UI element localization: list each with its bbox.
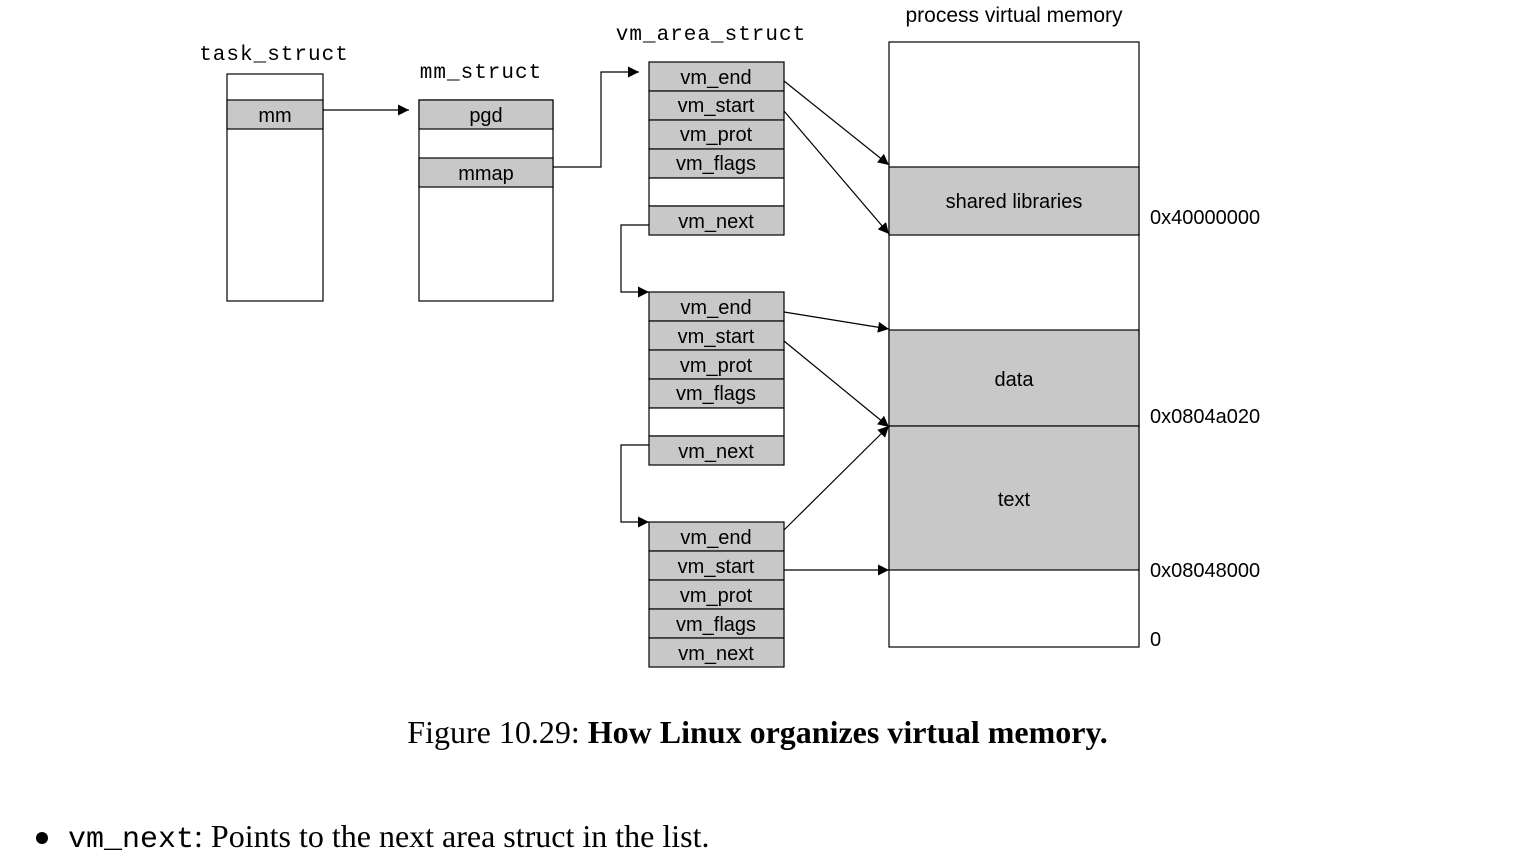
vm-area-1-field-5: vm_next	[678, 211, 754, 233]
vm-area-3-field-4: vm_next	[678, 643, 754, 665]
vm-area-1-field-2: vm_prot	[680, 124, 753, 146]
arrow-vm-end-1	[783, 80, 890, 166]
arrow-vm-end-3	[783, 425, 890, 531]
vm-area-2-field-0: vm_end	[680, 297, 751, 319]
vm-area-2-field-2: vm_prot	[680, 355, 753, 377]
vm-area-3: vm_end vm_start vm_prot vm_flags vm_next	[648, 521, 785, 668]
vm-area-3-field-3: vm_flags	[676, 614, 756, 636]
text-segment	[888, 425, 1140, 571]
data-label: data	[995, 369, 1035, 391]
vm-area-3-field-0: vm_end	[680, 527, 751, 549]
address-0x0804a020: 0x0804a020	[1150, 406, 1260, 428]
mm-label: mm	[258, 105, 291, 127]
pointer-arrows	[323, 66, 890, 576]
mmap-label: mmap	[458, 163, 514, 185]
address-zero: 0	[1150, 629, 1161, 651]
vm-area-1-field-1: vm_start	[678, 95, 755, 117]
arrow-vm-start-2	[783, 340, 890, 428]
bullet-item: vm_next: Points to the next area struct …	[36, 818, 710, 857]
vm-area-2-field-5: vm_next	[678, 441, 754, 463]
vm-area-1-field-3: vm_flags	[676, 153, 756, 175]
figure-caption-title: How Linux organizes virtual memory.	[587, 714, 1108, 750]
vm-area-3-field-2: vm_prot	[680, 585, 753, 607]
mmap-cell	[418, 157, 554, 188]
pgd-label: pgd	[469, 105, 502, 127]
arrow-vm-next-1	[620, 224, 649, 298]
task-struct: task_struct mm	[199, 44, 349, 302]
shared-libraries-segment	[888, 166, 1140, 236]
vm-area-2: vm_end vm_start vm_prot vm_flags vm_next	[648, 291, 785, 466]
bullet-dot	[36, 831, 48, 844]
arrow-vm-start-1	[783, 110, 890, 235]
figure-caption-prefix: Figure 10.29:	[407, 714, 580, 750]
arrow-vm-next-2	[620, 444, 649, 528]
shared-libraries-label: shared libraries	[946, 191, 1083, 213]
mm-struct: mm_struct pgd mmap	[418, 62, 554, 302]
vm-area-1-field-0: vm_end	[680, 67, 751, 89]
data-segment	[888, 329, 1140, 427]
process-memory-title: process virtual memory	[905, 4, 1123, 27]
mm-struct-title: mm_struct	[420, 62, 542, 85]
vm-area-1: vm_end vm_start vm_prot vm_flags vm_next	[648, 61, 785, 236]
vm-area-2-field-3: vm_flags	[676, 383, 756, 405]
arrow-vm-end-2	[783, 311, 890, 333]
address-0x08048000: 0x08048000	[1150, 560, 1260, 582]
process-virtual-memory: process virtual memory shared libraries …	[888, 4, 1260, 651]
address-0x40000000: 0x40000000	[1150, 207, 1260, 229]
vm-area-3-field-1: vm_start	[678, 556, 755, 578]
bullet-code: vm_next	[68, 823, 195, 857]
task-struct-title: task_struct	[199, 44, 349, 67]
vm-area-2-field-1: vm_start	[678, 326, 755, 348]
arrow-mmap-to-vm-area-1	[553, 66, 639, 168]
text-label: text	[998, 489, 1031, 511]
mm-cell	[226, 99, 324, 130]
pgd-cell	[418, 99, 554, 130]
figure-caption: Figure 10.29: How Linux organizes virtua…	[0, 714, 1515, 751]
linux-vm-diagram: task_struct mm mm_struct pgd mmap vm_are…	[199, 4, 1260, 668]
bullet-text: : Points to the next area struct in the …	[194, 818, 710, 854]
vm-area-struct-title: vm_area_struct	[616, 24, 806, 47]
